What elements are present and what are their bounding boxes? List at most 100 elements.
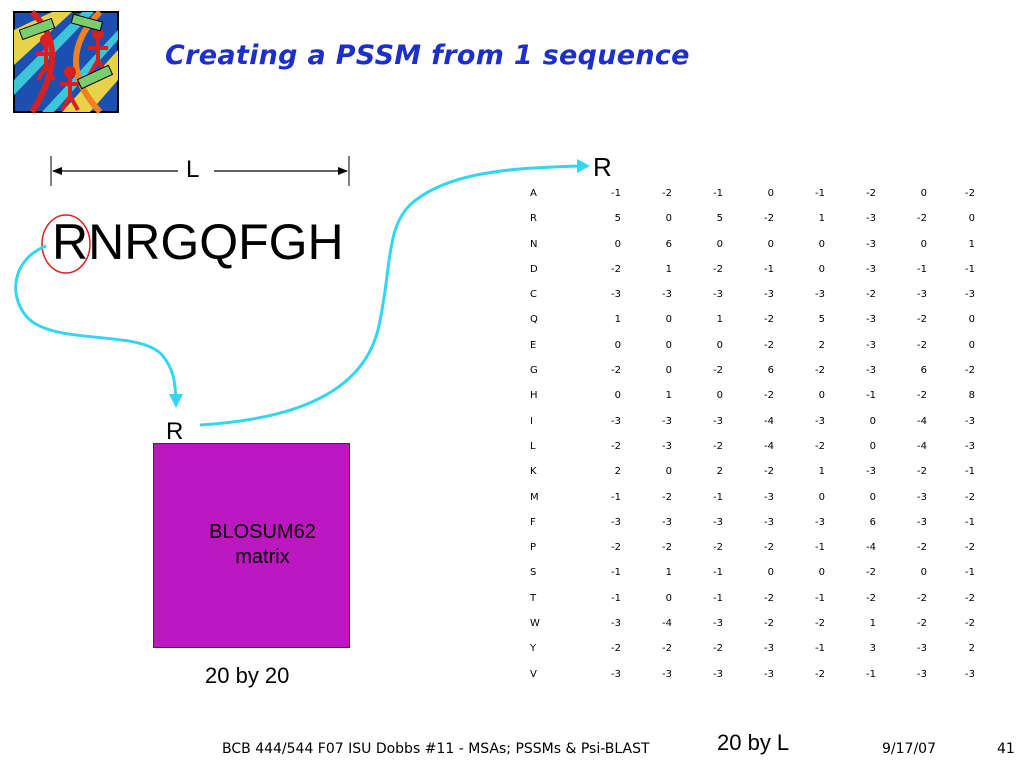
blosum62-matrix-label: BLOSUM62 matrix — [154, 520, 351, 570]
pssm-cell: -2 — [917, 314, 927, 326]
pssm-residue-label: K — [530, 466, 537, 478]
pssm-cell: -2 — [662, 643, 672, 655]
pssm-residue-label: A — [530, 188, 537, 199]
pssm-cell: -1 — [965, 567, 975, 579]
pssm-cell: 0 — [818, 491, 825, 503]
pssm-residue-label: G — [530, 365, 538, 377]
footer-course-info: BCB 444/544 F07 ISU Dobbs #11 - MSAs; PS… — [222, 741, 650, 757]
pssm-residue-label: C — [530, 289, 537, 301]
pssm-cell: 5 — [614, 213, 621, 225]
pssm-cell: -3 — [611, 289, 621, 301]
pssm-residue-label: F — [530, 516, 536, 528]
pssm-cell: 0 — [869, 415, 876, 427]
pssm-cell: -2 — [866, 188, 876, 199]
pssm-cell: -3 — [965, 289, 975, 301]
pssm-cell: 0 — [665, 314, 672, 326]
pssm-cell: 0 — [614, 339, 621, 351]
pssm-cell: -2 — [713, 643, 723, 655]
pssm-cell: -3 — [866, 263, 876, 275]
pssm-cell: -3 — [713, 289, 723, 301]
pssm-cell: -2 — [917, 618, 927, 630]
pssm-cell: 0 — [818, 567, 825, 579]
pssm-cell: -4 — [764, 415, 774, 427]
pssm-cell: 0 — [767, 238, 774, 250]
pssm-cell: -3 — [815, 516, 825, 528]
pssm-cell: -3 — [662, 440, 672, 452]
pssm-cell: 6 — [767, 365, 774, 377]
pssm-cell: 1 — [665, 263, 672, 275]
pssm-residue-label: E — [530, 339, 537, 351]
pssm-cell: 1 — [818, 213, 825, 225]
pssm-cell: 0 — [716, 339, 723, 351]
pssm-cell: 1 — [665, 390, 672, 402]
pssm-cell: -3 — [611, 618, 621, 630]
highlight-circle — [41, 214, 91, 274]
pssm-cell: 0 — [665, 592, 672, 604]
pssm-cell: 1 — [869, 618, 876, 630]
pssm-cell: -2 — [917, 466, 927, 478]
pssm-cell: -2 — [611, 643, 621, 655]
pssm-cell: -2 — [662, 491, 672, 503]
pssm-residue-label: I — [530, 415, 533, 427]
pssm-cell: 0 — [869, 491, 876, 503]
pssm-residue-label: T — [530, 592, 537, 604]
pssm-cell: -2 — [965, 592, 975, 604]
pssm-cell: -2 — [815, 618, 825, 630]
pssm-cell: -1 — [611, 491, 621, 503]
pssm-cell: -1 — [611, 567, 621, 579]
pssm-row: P-2-2-2-2-1-4-2-2 — [525, 535, 975, 560]
pssm-cell: -3 — [866, 339, 876, 351]
pssm-cell: -2 — [611, 365, 621, 377]
blosum62-matrix-box: BLOSUM62 matrix — [153, 443, 350, 648]
blosum-r-label: R — [166, 418, 184, 445]
pssm-cell: -1 — [866, 390, 876, 402]
pssm-cell: -3 — [611, 668, 621, 680]
pssm-residue-label: S — [530, 567, 537, 579]
pssm-cell: -2 — [965, 188, 975, 199]
pssm-cell: -2 — [917, 542, 927, 554]
pssm-cell: -2 — [611, 542, 621, 554]
pssm-cell: -2 — [866, 289, 876, 301]
pssm-cell: -1 — [815, 643, 825, 655]
pssm-cell: -2 — [764, 213, 774, 225]
pssm-row: C-3-3-3-3-3-2-3-3 — [525, 282, 975, 307]
pssm-cell: -1 — [815, 592, 825, 604]
pssm-cell: -4 — [917, 415, 927, 427]
pssm-cell: -3 — [764, 643, 774, 655]
pssm-cell: 6 — [665, 238, 672, 250]
pssm-cell: -2 — [815, 365, 825, 377]
curve-arrow-to-pssm — [199, 164, 581, 427]
pssm-cell: -4 — [662, 618, 672, 630]
footer-page-number: 41 — [997, 741, 1015, 757]
pssm-cell: -3 — [917, 491, 927, 503]
pssm-cell: -2 — [662, 188, 672, 199]
pssm-cell: 0 — [665, 339, 672, 351]
pssm-cell: -2 — [764, 618, 774, 630]
curve-arrow-to-blosum — [14, 244, 178, 401]
pssm-residue-label: N — [530, 238, 538, 250]
length-label: L — [186, 156, 200, 183]
pssm-cell: -3 — [815, 415, 825, 427]
pssm-cell: 3 — [869, 643, 876, 655]
pssm-cell: -3 — [965, 668, 975, 680]
pssm-cell: -2 — [611, 440, 621, 452]
pssm-cell: -3 — [815, 289, 825, 301]
slide-title: Creating a PSSM from 1 sequence — [165, 40, 690, 71]
pssm-cell: -1 — [815, 188, 825, 199]
pssm-cell: 1 — [665, 567, 672, 579]
pssm-residue-label: V — [530, 668, 537, 680]
pssm-cell: -3 — [866, 466, 876, 478]
blosum-name-line2: matrix — [235, 546, 290, 568]
pssm-cell: -3 — [764, 668, 774, 680]
pssm-cell: 0 — [716, 390, 723, 402]
